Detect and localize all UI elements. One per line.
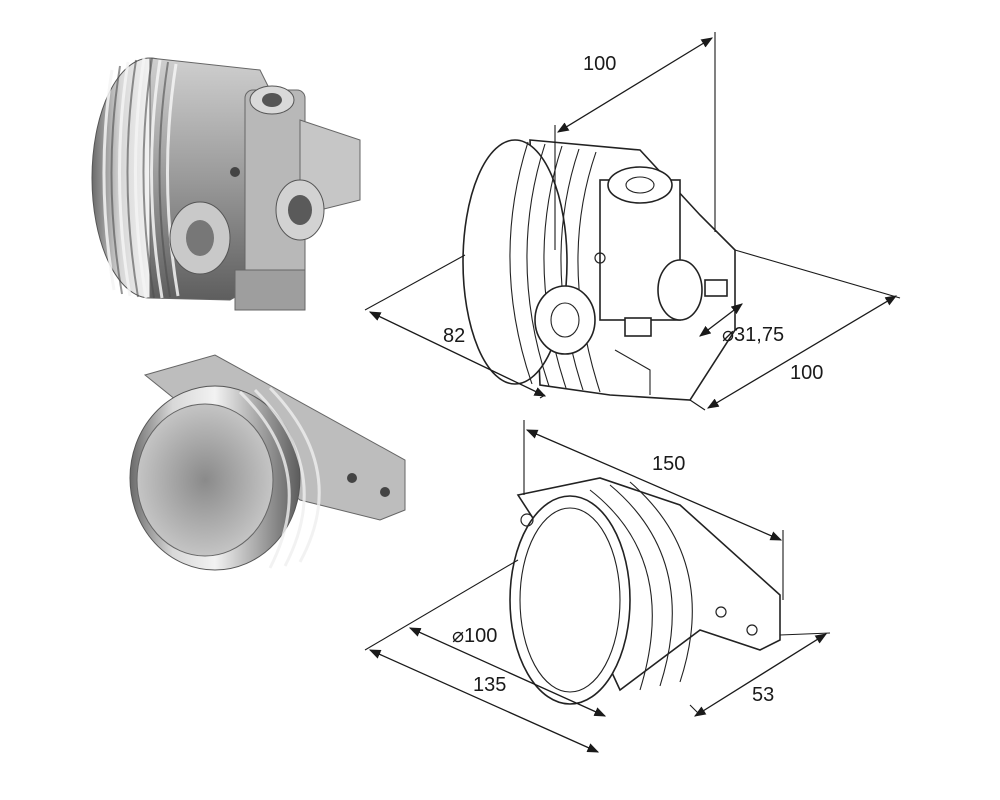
dim-label-cap-length: 135 [473,674,506,696]
dim-label-cap-inner: ⌀100 [452,625,497,647]
dim-label-drum-bore: ⌀31,75 [722,324,784,346]
end-cap-photo [129,354,406,571]
dim-label-cap-width: 150 [652,453,685,475]
drum-photo [91,57,361,311]
dim-label-drum-width: 100 [790,362,823,384]
end-cap-line-drawing [509,477,781,705]
drum-line-drawing [462,139,736,401]
dim-label-drum-depth: 82 [443,325,465,347]
dim-label-cap-flange: 53 [752,684,774,706]
dim-label-drum-length: 100 [583,53,616,75]
end-cap-dimensions [364,420,831,753]
drum-dimensions [364,32,901,411]
